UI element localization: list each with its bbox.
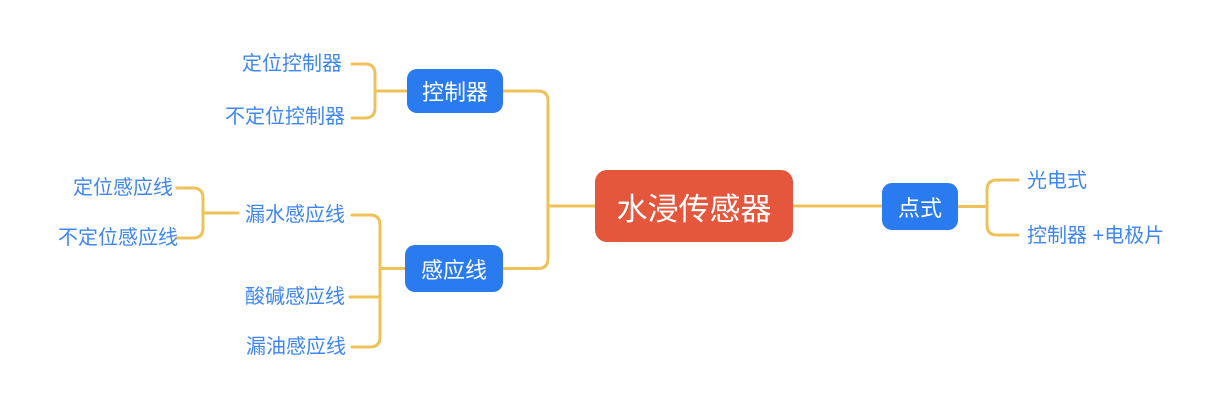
leaf-acid-alkali-sensing-line[interactable]: 酸碱感应线 — [245, 286, 345, 308]
leaf-positioning-controller[interactable]: 定位控制器 — [242, 53, 342, 75]
connector-point-children-bracket — [985, 178, 1020, 237]
connector-sensing-children-bracket — [350, 213, 382, 349]
leaf-photoelectric-type[interactable]: 光电式 — [1027, 170, 1087, 192]
leaf-non-positioning-controller[interactable]: 不定位控制器 — [225, 106, 345, 128]
connector-controller-children-bracket — [350, 62, 377, 120]
leaf-non-positioning-sensing-line[interactable]: 不定位感应线 — [58, 227, 178, 249]
leaf-water-leak-sensing-line[interactable]: 漏水感应线 — [245, 204, 345, 226]
connector-waterleak-children-bracket — [175, 186, 205, 240]
leaf-positioning-sensing-line[interactable]: 定位感应线 — [73, 177, 173, 199]
node-sensing-line[interactable]: 感应线 — [405, 245, 503, 292]
node-controller[interactable]: 控制器 — [407, 69, 503, 113]
node-point-type[interactable]: 点式 — [882, 183, 958, 230]
connector-left-trunk — [501, 89, 550, 270]
node-root-water-immersion-sensor[interactable]: 水浸传感器 — [595, 170, 793, 242]
leaf-controller-plus-electrode[interactable]: 控制器 +电极片 — [1027, 225, 1165, 247]
leaf-oil-leak-sensing-line[interactable]: 漏油感应线 — [246, 336, 346, 358]
